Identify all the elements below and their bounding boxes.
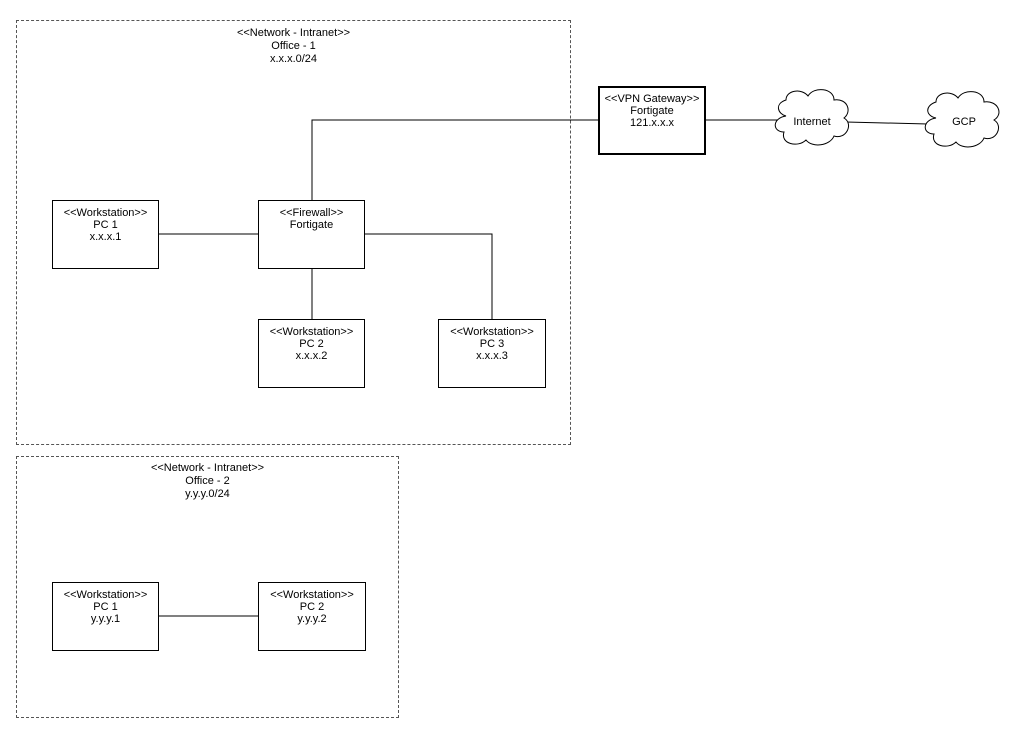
gcp-label: GCP [952,116,976,128]
office2-name: Office - 2 [185,475,230,487]
office2-network-label: <<Network - Intranet>> Office - 2 y.y.y.… [17,462,398,501]
office2-stereotype: <<Network - Intranet>> [150,462,265,474]
office1-pc3-name: PC 3 [479,338,505,350]
office2-pc1-node[interactable]: <<Workstation>> PC 1 y.y.y.1 [52,582,159,651]
link-firewall-vpn [311,119,598,200]
office1-pc3-stereotype: <<Workstation>> [450,326,534,338]
office1-stereotype: <<Network - Intranet>> [236,27,351,39]
vpn-gateway-address: 121.x.x.x [629,117,675,129]
office2-pc2-node[interactable]: <<Workstation>> PC 2 y.y.y.2 [258,582,366,651]
office2-network-group: <<Network - Intranet>> Office - 2 y.y.y.… [16,456,399,718]
office1-pc2-node[interactable]: <<Workstation>> PC 2 x.x.x.2 [258,319,365,388]
office1-network-label: <<Network - Intranet>> Office - 1 x.x.x.… [17,27,570,66]
office1-pc3-node[interactable]: <<Workstation>> PC 3 x.x.x.3 [438,319,546,388]
firewall-stereotype: <<Firewall>> [279,207,344,219]
office2-pc1-name: PC 1 [93,601,118,613]
office2-subnet: y.y.y.0/24 [185,488,230,500]
office2-pc2-address: y.y.y.2 [297,613,327,625]
firewall-node[interactable]: <<Firewall>> Fortigate [258,200,365,269]
link-firewall-pc3 [364,233,493,319]
vpn-gateway-name: Fortigate [630,105,674,117]
gcp-cloud-icon [924,91,1000,148]
office2-pc1-address: y.y.y.1 [90,613,121,625]
office1-pc1-node[interactable]: <<Workstation>> PC 1 x.x.x.1 [52,200,159,269]
firewall-name: Fortigate [289,219,334,231]
office1-pc1-stereotype: <<Workstation>> [63,207,148,219]
office1-pc2-address: x.x.x.2 [295,350,328,362]
office2-pc2-stereotype: <<Workstation>> [270,589,354,601]
link-internet-gcp [845,121,929,125]
vpn-gateway-node[interactable]: <<VPN Gateway>> Fortigate 121.x.x.x [598,86,706,155]
internet-cloud-icon [774,89,849,146]
office1-pc3-address: x.x.x.3 [476,350,508,362]
office1-pc2-name: PC 2 [299,338,324,350]
internet-label: Internet [793,116,831,128]
office1-pc1-name: PC 1 [93,219,118,231]
office1-pc2-stereotype: <<Workstation>> [269,326,354,338]
office1-subnet: x.x.x.0/24 [269,53,318,65]
office1-network-group: <<Network - Intranet>> Office - 1 x.x.x.… [16,20,571,445]
office2-pc2-name: PC 2 [299,601,325,613]
office2-pc1-stereotype: <<Workstation>> [63,589,148,601]
vpn-gateway-stereotype: <<VPN Gateway>> [604,93,700,105]
office1-pc1-address: x.x.x.1 [89,231,122,243]
office1-name: Office - 1 [271,40,316,52]
